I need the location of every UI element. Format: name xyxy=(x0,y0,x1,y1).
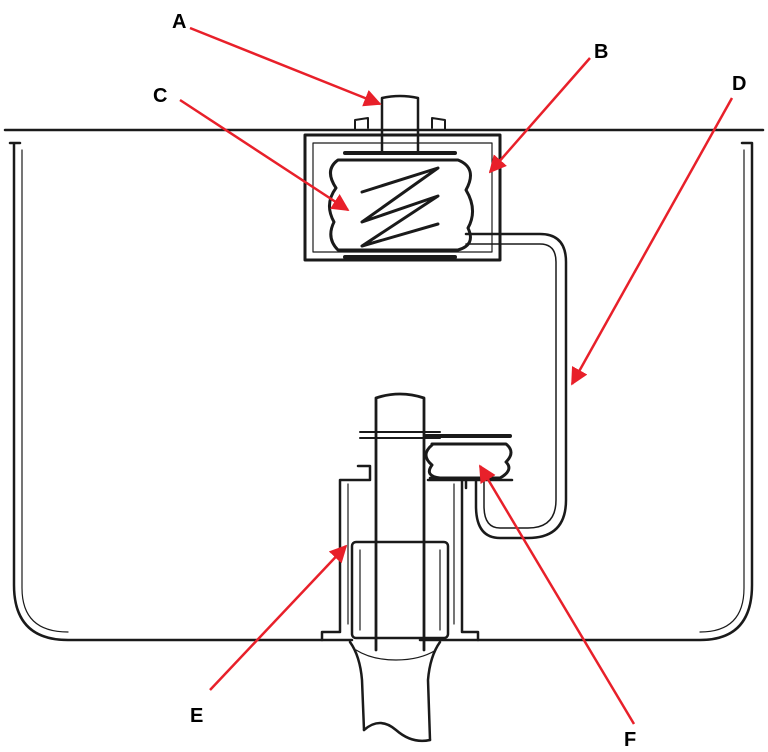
label-a: A xyxy=(172,11,186,33)
labels: A B C D E F xyxy=(153,11,746,751)
air-tube xyxy=(464,232,568,540)
label-c: C xyxy=(153,85,167,107)
arrows xyxy=(179,26,734,725)
spring xyxy=(360,166,440,248)
air-tube-inner xyxy=(465,243,557,529)
arrow-a xyxy=(189,26,382,107)
standpipe-left xyxy=(320,464,372,642)
small-bellows xyxy=(424,442,513,480)
outlet-pipe xyxy=(348,640,442,742)
arrow-b xyxy=(488,57,591,174)
standpipe-collar xyxy=(359,431,441,439)
outlet-break xyxy=(362,721,432,743)
label-b: B xyxy=(594,41,608,63)
drawing xyxy=(3,94,765,743)
arrow-f xyxy=(478,464,636,725)
flush-valve-inner xyxy=(359,549,441,631)
label-f: F xyxy=(624,729,636,751)
tank-outline-inner xyxy=(21,149,745,633)
label-e: E xyxy=(190,705,203,727)
standpipe-right xyxy=(428,476,480,642)
arrow-d xyxy=(570,97,734,386)
tank-outline xyxy=(8,141,754,642)
overflow-pipe xyxy=(374,392,426,652)
standpipe-inner xyxy=(347,483,455,625)
button-shaft xyxy=(380,94,420,154)
bellows xyxy=(328,158,474,252)
flush-valve xyxy=(350,540,450,640)
arrow-c xyxy=(179,98,350,212)
arrow-e xyxy=(209,544,348,691)
label-d: D xyxy=(732,73,746,95)
housing xyxy=(303,133,502,262)
lid-collar xyxy=(354,117,446,131)
outlet-pipe-shade xyxy=(355,649,437,661)
housing-inner xyxy=(312,142,493,253)
